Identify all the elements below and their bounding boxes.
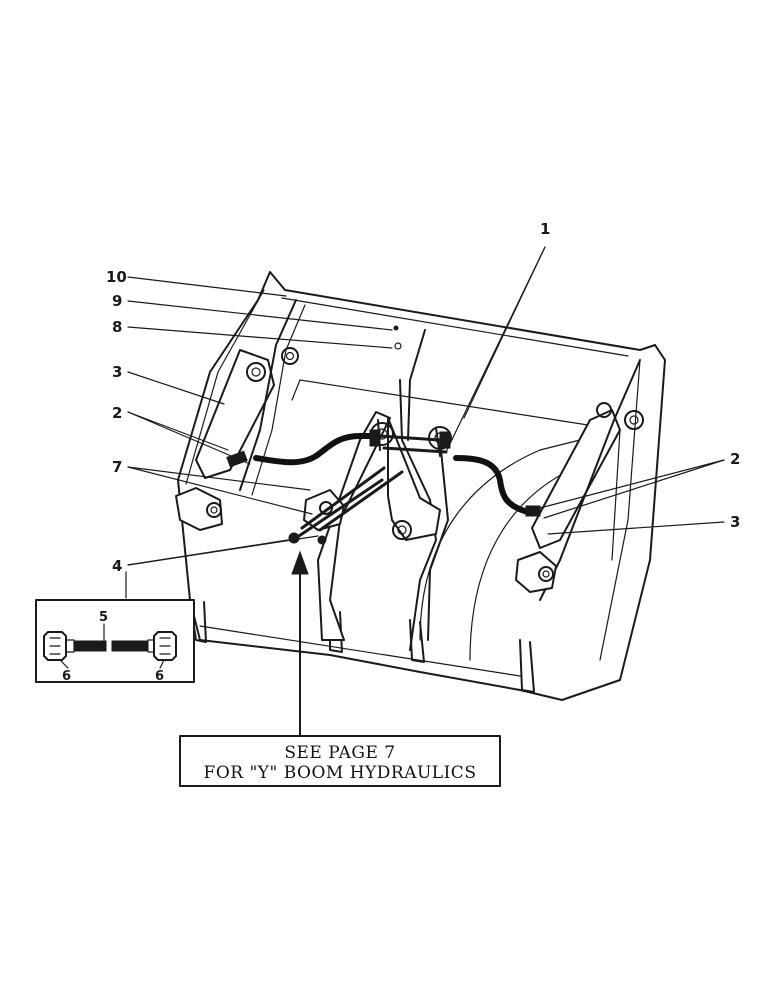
callout-9: 9 — [112, 292, 122, 310]
note-line-1: SEE PAGE 7 — [284, 743, 395, 763]
callout-7: 7 — [112, 458, 122, 476]
right-link-arm — [515, 359, 644, 601]
callout-4: 4 — [112, 557, 122, 575]
callout-3-right: 3 — [730, 513, 740, 531]
bucket-body — [177, 271, 666, 701]
hose-detail-inset: 5 6 6 — [35, 571, 195, 684]
callout-2-right: 2 — [730, 450, 740, 468]
callout-6-left: 6 — [62, 669, 71, 684]
callout-5: 5 — [99, 610, 108, 625]
left-link-arm — [195, 299, 306, 496]
callout-10: 10 — [106, 268, 127, 286]
hydraulic-hoses — [226, 325, 541, 545]
callout-1: 1 — [540, 220, 550, 238]
callout-8: 8 — [112, 318, 122, 336]
left-pivot-boss — [175, 487, 223, 531]
reference-arrow — [291, 550, 309, 737]
callout-6-right: 6 — [155, 669, 164, 684]
leader-lines — [127, 246, 725, 566]
callout-2-left: 2 — [112, 404, 122, 422]
reference-note-box: SEE PAGE 7 FOR "Y" BOOM HYDRAULICS — [179, 735, 501, 787]
note-line-2: FOR "Y" BOOM HYDRAULICS — [204, 763, 477, 783]
callout-labels: 1 10 9 8 3 2 7 4 2 3 — [106, 220, 740, 575]
callout-3-left: 3 — [112, 363, 122, 381]
